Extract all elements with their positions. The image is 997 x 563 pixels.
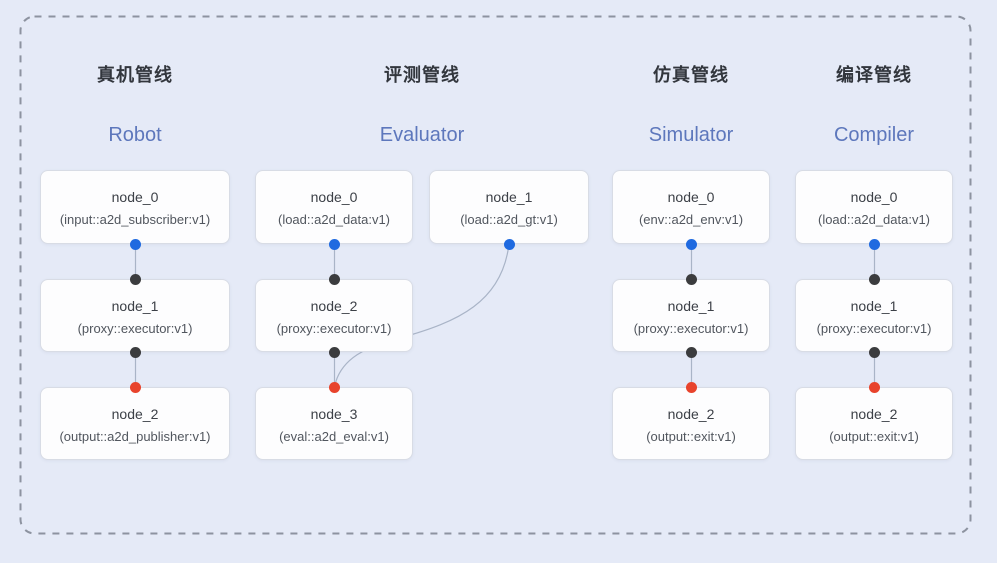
node-card-compiler-node2[interactable]: node_2 (output::exit:v1) [795, 387, 953, 460]
node-card-robot-node0[interactable]: node_0 (input::a2d_subscriber:v1) [40, 170, 230, 244]
final-input-port-icon [686, 381, 697, 393]
pipeline-header-compiler: 编译管线 Compiler [795, 62, 953, 148]
node-name: node_0 [850, 189, 898, 205]
node-impl: (proxy::executor:v1) [276, 321, 392, 336]
node-name: node_0 [667, 189, 715, 205]
pipeline-header-robot: 真机管线 Robot [40, 62, 230, 148]
node-name: node_1 [850, 298, 898, 314]
node-card-robot-node1[interactable]: node_1 (proxy::executor:v1) [40, 279, 230, 352]
pipeline-header-evaluator: 评测管线 Evaluator [255, 62, 589, 148]
output-port-icon [130, 238, 141, 250]
pipeline-header-simulator: 仿真管线 Simulator [612, 62, 770, 148]
node-name: node_0 [111, 189, 159, 205]
input-port-icon [869, 273, 880, 285]
node-name: node_1 [485, 189, 533, 205]
node-name: node_2 [667, 406, 715, 422]
pipeline-title-en: Robot [108, 124, 162, 146]
node-name: node_2 [310, 298, 358, 314]
input-port-icon [130, 346, 141, 358]
node-impl: (load::a2d_gt:v1) [460, 212, 558, 227]
input-port-icon [869, 346, 880, 358]
output-port-icon [329, 238, 340, 250]
node-card-compiler-node1[interactable]: node_1 (proxy::executor:v1) [795, 279, 953, 352]
input-port-icon [686, 346, 697, 358]
node-card-simulator-node1[interactable]: node_1 (proxy::executor:v1) [612, 279, 770, 352]
input-port-icon [130, 273, 141, 285]
node-name: node_3 [310, 406, 358, 422]
final-input-port-icon [130, 381, 141, 393]
node-card-compiler-node0[interactable]: node_0 (load::a2d_data:v1) [795, 170, 953, 244]
pipeline-title-zh: 编译管线 [836, 65, 912, 85]
node-impl: (load::a2d_data:v1) [817, 212, 931, 227]
node-impl: (env::a2d_env:v1) [638, 212, 744, 227]
pipeline-title-zh: 仿真管线 [653, 65, 729, 85]
node-card-evaluator-node2[interactable]: node_2 (proxy::executor:v1) [255, 279, 413, 352]
node-card-evaluator-node1[interactable]: node_1 (load::a2d_gt:v1) [429, 170, 589, 244]
output-port-icon [869, 238, 880, 250]
node-impl: (proxy::executor:v1) [633, 321, 749, 336]
pipeline-title-zh: 真机管线 [97, 65, 173, 85]
pipeline-title-en: Simulator [648, 124, 734, 146]
node-impl: (eval::a2d_eval:v1) [279, 429, 389, 444]
node-name: node_1 [111, 298, 159, 314]
output-port-icon [686, 238, 697, 250]
pipeline-title-zh: 评测管线 [384, 65, 460, 85]
node-name: node_2 [111, 406, 159, 422]
input-port-icon [686, 273, 697, 285]
node-card-robot-node2[interactable]: node_2 (output::a2d_publisher:v1) [40, 387, 230, 460]
node-card-simulator-node2[interactable]: node_2 (output::exit:v1) [612, 387, 770, 460]
pipeline-title-en: Compiler [833, 124, 915, 146]
input-port-icon [329, 273, 340, 285]
node-impl: (output::exit:v1) [829, 429, 919, 444]
pipeline-title-en: Evaluator [379, 124, 465, 146]
node-impl: (output::a2d_publisher:v1) [59, 429, 211, 444]
node-impl: (input::a2d_subscriber:v1) [59, 212, 211, 227]
node-impl: (output::exit:v1) [646, 429, 736, 444]
node-impl: (proxy::executor:v1) [77, 321, 193, 336]
node-card-simulator-node0[interactable]: node_0 (env::a2d_env:v1) [612, 170, 770, 244]
final-input-port-icon [329, 381, 340, 393]
node-name: node_1 [667, 298, 715, 314]
node-name: node_0 [310, 189, 358, 205]
input-port-icon [329, 346, 340, 358]
node-card-evaluator-node0[interactable]: node_0 (load::a2d_data:v1) [255, 170, 413, 244]
node-impl: (proxy::executor:v1) [816, 321, 932, 336]
output-port-icon [503, 238, 515, 250]
node-name: node_2 [850, 406, 898, 422]
node-impl: (load::a2d_data:v1) [277, 212, 391, 227]
node-card-evaluator-node3[interactable]: node_3 (eval::a2d_eval:v1) [255, 387, 413, 460]
final-input-port-icon [869, 381, 880, 393]
